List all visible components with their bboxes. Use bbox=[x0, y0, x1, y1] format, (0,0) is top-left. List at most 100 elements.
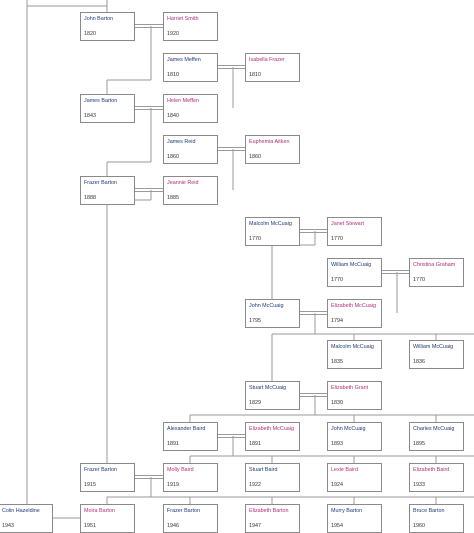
person-name: Jeannie Reid bbox=[167, 180, 199, 186]
person-year: 1885 bbox=[167, 195, 179, 201]
person-name: Charles McCuaig bbox=[413, 426, 455, 432]
person-card[interactable]: Alexander Baird 1891 bbox=[163, 422, 218, 451]
person-name: John McCuaig bbox=[249, 303, 284, 309]
person-card[interactable]: John McCuaig 1893 bbox=[327, 422, 382, 451]
person-name: William McCuaig bbox=[413, 344, 454, 350]
person-card[interactable]: Elizabeth McCuaig 1794 bbox=[327, 299, 382, 328]
person-year: 1924 bbox=[331, 482, 343, 488]
person-year: 1954 bbox=[331, 523, 343, 529]
person-card[interactable]: Frazer Barton 1915 bbox=[80, 463, 135, 492]
person-card[interactable]: Elizabeth McCuaig 1891 bbox=[245, 422, 300, 451]
person-name: Elizabeth Barton bbox=[249, 508, 289, 514]
person-card[interactable]: Euphemia Aitken 1860 bbox=[245, 135, 300, 164]
person-card[interactable]: Frazer Barton 1946 bbox=[163, 504, 218, 533]
person-name: Elizabeth McCuaig bbox=[331, 303, 376, 309]
person-name: Molly Baird bbox=[167, 467, 194, 473]
person-name: John McCuaig bbox=[331, 426, 366, 432]
person-year: 1843 bbox=[84, 113, 96, 119]
person-card[interactable]: James Barton 1843 bbox=[80, 94, 135, 123]
person-name: James Meffen bbox=[167, 57, 201, 63]
person-card[interactable]: Stuart Baird 1922 bbox=[245, 463, 300, 492]
person-year: 1860 bbox=[249, 154, 261, 160]
person-name: Malcolm McCuaig bbox=[331, 344, 374, 350]
person-card[interactable]: Colin Hazeldine 1943 bbox=[0, 504, 53, 533]
person-year: 1943 bbox=[2, 523, 14, 529]
person-year: 1860 bbox=[167, 154, 179, 160]
person-card[interactable]: Jeannie Reid 1885 bbox=[163, 176, 218, 205]
person-name: Stuart Baird bbox=[249, 467, 278, 473]
person-name: Alexander Baird bbox=[167, 426, 206, 432]
person-card[interactable]: Murry Barton 1954 bbox=[327, 504, 382, 533]
person-year: 1770 bbox=[249, 236, 261, 242]
person-card[interactable]: John McCuaig 1795 bbox=[245, 299, 300, 328]
person-year: 1960 bbox=[413, 523, 425, 529]
person-year: 1951 bbox=[84, 523, 96, 529]
person-year: 1922 bbox=[249, 482, 261, 488]
person-year: 1933 bbox=[413, 482, 425, 488]
person-year: 1770 bbox=[331, 277, 343, 283]
person-year: 1915 bbox=[84, 482, 96, 488]
person-year: 1770 bbox=[331, 236, 343, 242]
person-year: 1836 bbox=[413, 359, 425, 365]
person-card[interactable]: Malcolm McCuaig 1835 bbox=[327, 340, 382, 369]
person-card[interactable]: John Barton 1820 bbox=[80, 12, 135, 41]
person-name: Murry Barton bbox=[331, 508, 363, 514]
person-year: 1770 bbox=[413, 277, 425, 283]
person-year: 1891 bbox=[167, 441, 179, 447]
person-year: 1947 bbox=[249, 523, 261, 529]
person-name: Isabella Frazer bbox=[249, 57, 285, 63]
person-card[interactable]: Molly Baird 1919 bbox=[163, 463, 218, 492]
person-card[interactable]: Elizabeth Baird 1933 bbox=[409, 463, 464, 492]
person-card[interactable]: Frazer Barton 1888 bbox=[80, 176, 135, 205]
person-year: 1820 bbox=[84, 31, 96, 37]
person-name: Elizabeth Grant bbox=[331, 385, 369, 391]
person-name: Christina Graham bbox=[413, 262, 456, 268]
person-name: James Barton bbox=[84, 98, 118, 104]
person-name: Stuart McCuaig bbox=[249, 385, 287, 391]
person-year: 1888 bbox=[84, 195, 96, 201]
person-name: William McCuaig bbox=[331, 262, 372, 268]
person-year: 1893 bbox=[331, 441, 343, 447]
person-card[interactable]: Bruce Barton 1960 bbox=[409, 504, 464, 533]
person-name: Euphemia Aitken bbox=[249, 139, 290, 145]
person-card[interactable]: Elizabeth Grant 1830 bbox=[327, 381, 382, 410]
person-name: Frazer Barton bbox=[84, 180, 117, 186]
person-name: Frazer Barton bbox=[167, 508, 200, 514]
person-name: Lexie Baird bbox=[331, 467, 358, 473]
person-card[interactable]: Elizabeth Barton 1947 bbox=[245, 504, 300, 533]
person-name: Harriet Smith bbox=[167, 16, 199, 22]
person-year: 1830 bbox=[331, 400, 343, 406]
person-year: 1891 bbox=[249, 441, 261, 447]
person-name: James Reid bbox=[167, 139, 196, 145]
person-year: 1835 bbox=[331, 359, 343, 365]
person-year: 1794 bbox=[331, 318, 343, 324]
person-card[interactable]: Isabella Frazer 1810 bbox=[245, 53, 300, 82]
person-year: 1840 bbox=[167, 113, 179, 119]
person-name: Colin Hazeldine bbox=[2, 508, 40, 514]
person-name: Bruce Barton bbox=[413, 508, 445, 514]
person-name: Frazer Barton bbox=[84, 467, 117, 473]
person-name: Elizabeth McCuaig bbox=[249, 426, 294, 432]
person-card[interactable]: Lexie Baird 1924 bbox=[327, 463, 382, 492]
person-year: 1795 bbox=[249, 318, 261, 324]
person-year: 1810 bbox=[249, 72, 261, 78]
person-card[interactable]: Christina Graham 1770 bbox=[409, 258, 464, 287]
person-card[interactable]: James Reid 1860 bbox=[163, 135, 218, 164]
person-name: John Barton bbox=[84, 16, 114, 22]
person-year: 1946 bbox=[167, 523, 179, 529]
person-card[interactable]: Moira Barton 1951 bbox=[80, 504, 135, 533]
person-name: Moira Barton bbox=[84, 508, 115, 514]
person-year: 1919 bbox=[167, 482, 179, 488]
person-name: Elizabeth Baird bbox=[413, 467, 450, 473]
person-card[interactable]: William McCuaig 1836 bbox=[409, 340, 464, 369]
person-card[interactable]: William McCuaig 1770 bbox=[327, 258, 382, 287]
